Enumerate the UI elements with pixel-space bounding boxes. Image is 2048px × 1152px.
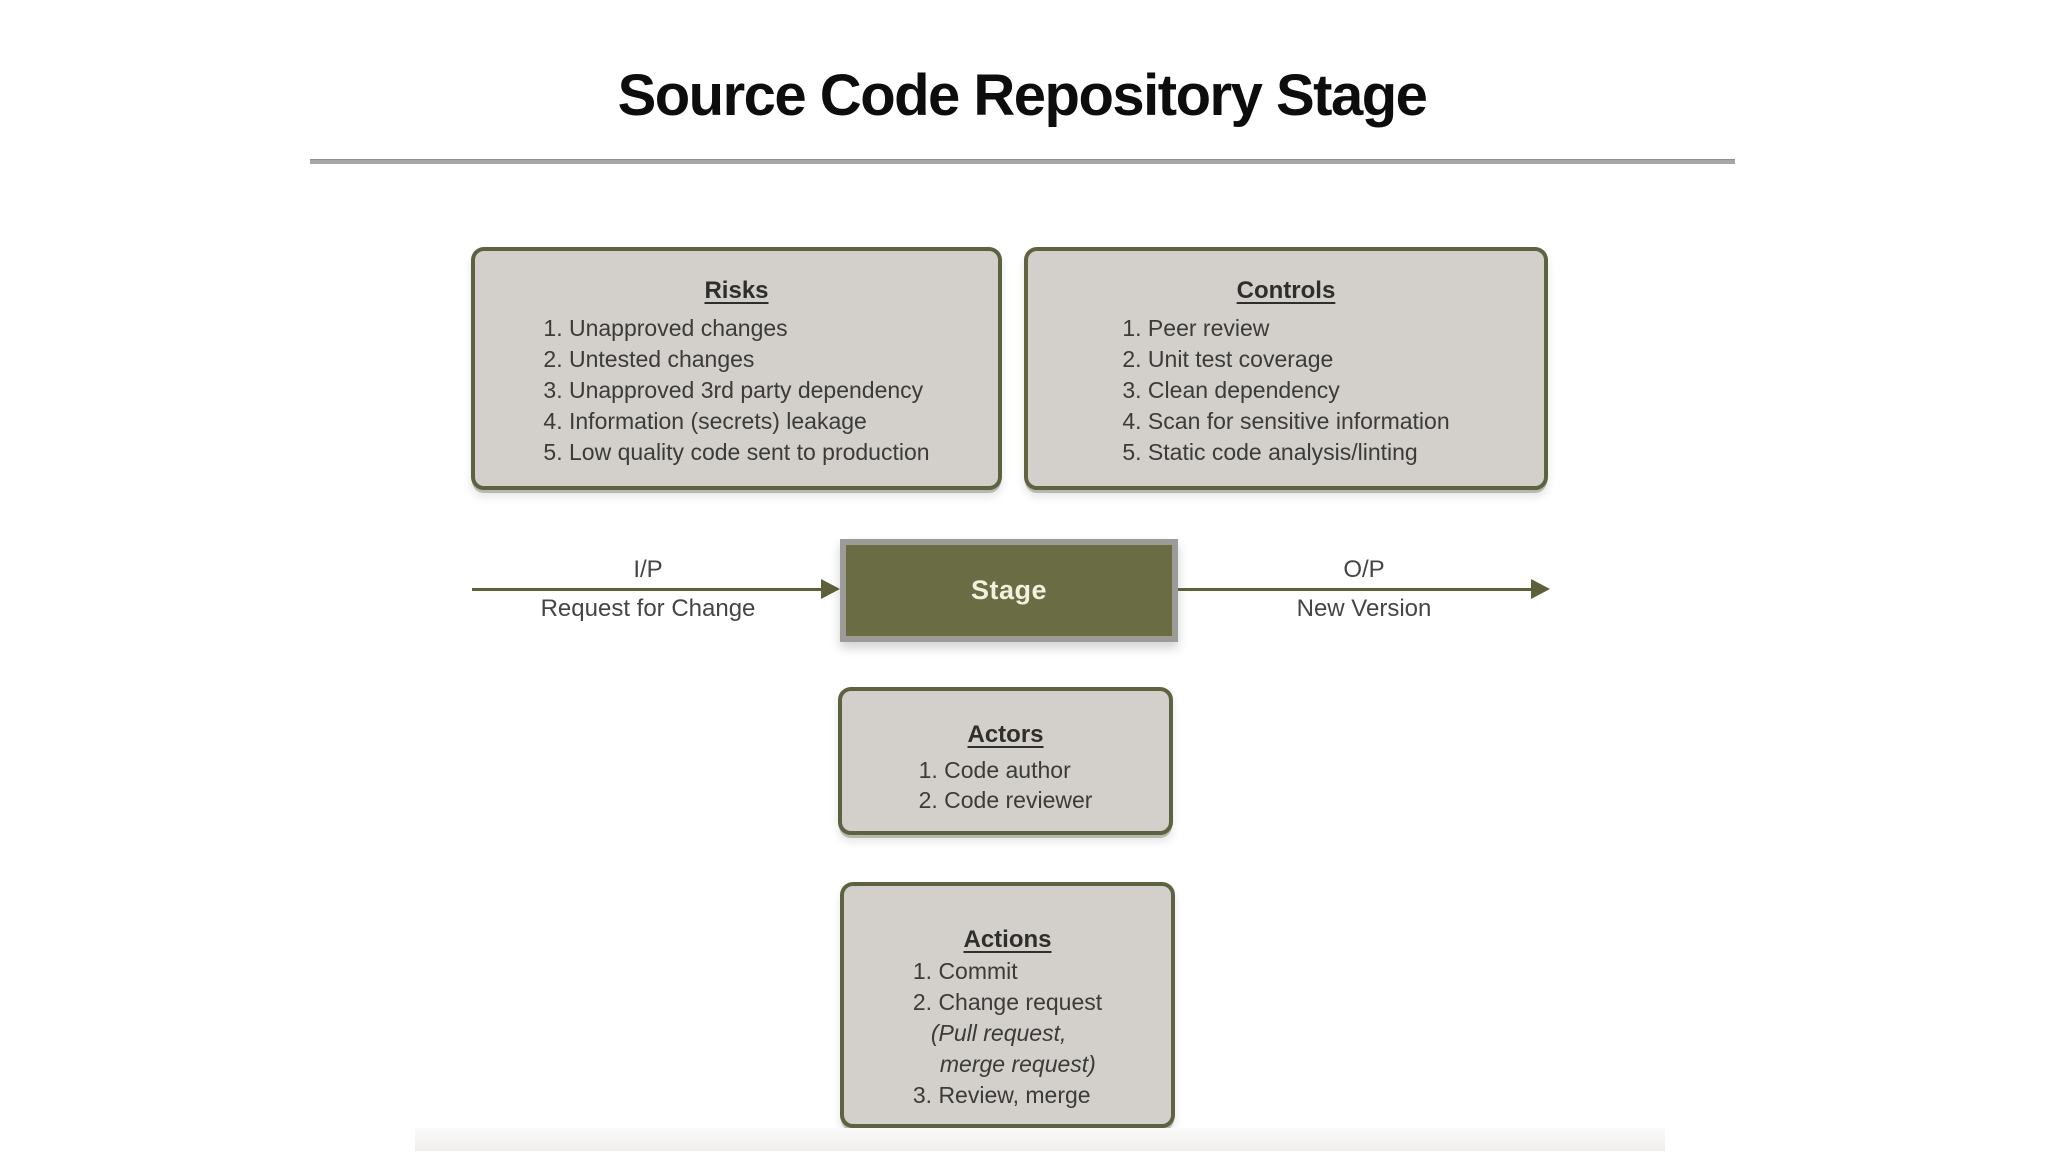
input-label: I/P <box>633 556 663 583</box>
stage-label: Stage <box>970 575 1048 605</box>
actions-heading: Actions <box>963 926 1052 953</box>
output-sublabel: New Version <box>1296 595 1432 622</box>
controls-item-1: 1. Peer review <box>1122 315 1270 341</box>
controls-list: 1. Peer review 2. Unit test coverage 3. … <box>1122 313 1449 468</box>
output-label: O/P <box>1343 556 1385 583</box>
input-arrowhead-icon <box>821 579 840 599</box>
page-title: Source Code Repository Stage <box>617 63 1428 128</box>
controls-item-4: 4. Scan for sensitive information <box>1122 408 1450 434</box>
input-arrow-line <box>472 588 822 591</box>
stage-box: Stage <box>840 539 1178 642</box>
actions-list: 1. Commit 2. Change request (Pull reques… <box>913 956 1102 1111</box>
title-divider <box>310 159 1735 164</box>
controls-item-2: 2. Unit test coverage <box>1122 346 1334 372</box>
actions-item-2-note-line-2: merge request) <box>939 1051 1096 1077</box>
risks-box: Risks 1. Unapproved changes 2. Untested … <box>471 247 1002 490</box>
input-sublabel: Request for Change <box>540 595 756 622</box>
controls-box: Controls 1. Peer review 2. Unit test cov… <box>1024 247 1548 490</box>
risks-item-3: 3. Unapproved 3rd party dependency <box>543 377 924 403</box>
risks-item-4: 4. Information (secrets) leakage <box>543 408 867 434</box>
actors-item-2: 2. Code reviewer <box>918 787 1093 813</box>
slide-bottom-edge <box>415 1128 1665 1151</box>
controls-item-5: 5. Static code analysis/linting <box>1122 439 1418 465</box>
risks-item-5: 5. Low quality code sent to production <box>543 439 930 465</box>
actions-box: Actions 1. Commit 2. Change request (Pul… <box>840 882 1175 1128</box>
actions-item-1: 1. Commit <box>912 958 1018 984</box>
actors-heading: Actors <box>967 721 1044 748</box>
actors-list: 1. Code author 2. Code reviewer <box>919 755 1093 815</box>
controls-item-3: 3. Clean dependency <box>1122 377 1340 403</box>
risks-heading: Risks <box>704 277 769 304</box>
output-arrow-line <box>1178 588 1532 591</box>
actors-box: Actors 1. Code author 2. Code reviewer <box>838 687 1173 835</box>
output-arrowhead-icon <box>1531 579 1550 599</box>
actions-item-3: 3. Review, merge <box>912 1082 1091 1108</box>
risks-item-2: 2. Untested changes <box>543 346 755 372</box>
actors-item-1: 1. Code author <box>918 757 1071 783</box>
controls-heading: Controls <box>1236 277 1336 304</box>
actions-item-2-note-line-1: (Pull request, <box>930 1020 1067 1046</box>
risks-list: 1. Unapproved changes 2. Untested change… <box>543 313 929 468</box>
risks-item-1: 1. Unapproved changes <box>543 315 788 341</box>
actions-item-2: 2. Change request <box>912 989 1103 1015</box>
